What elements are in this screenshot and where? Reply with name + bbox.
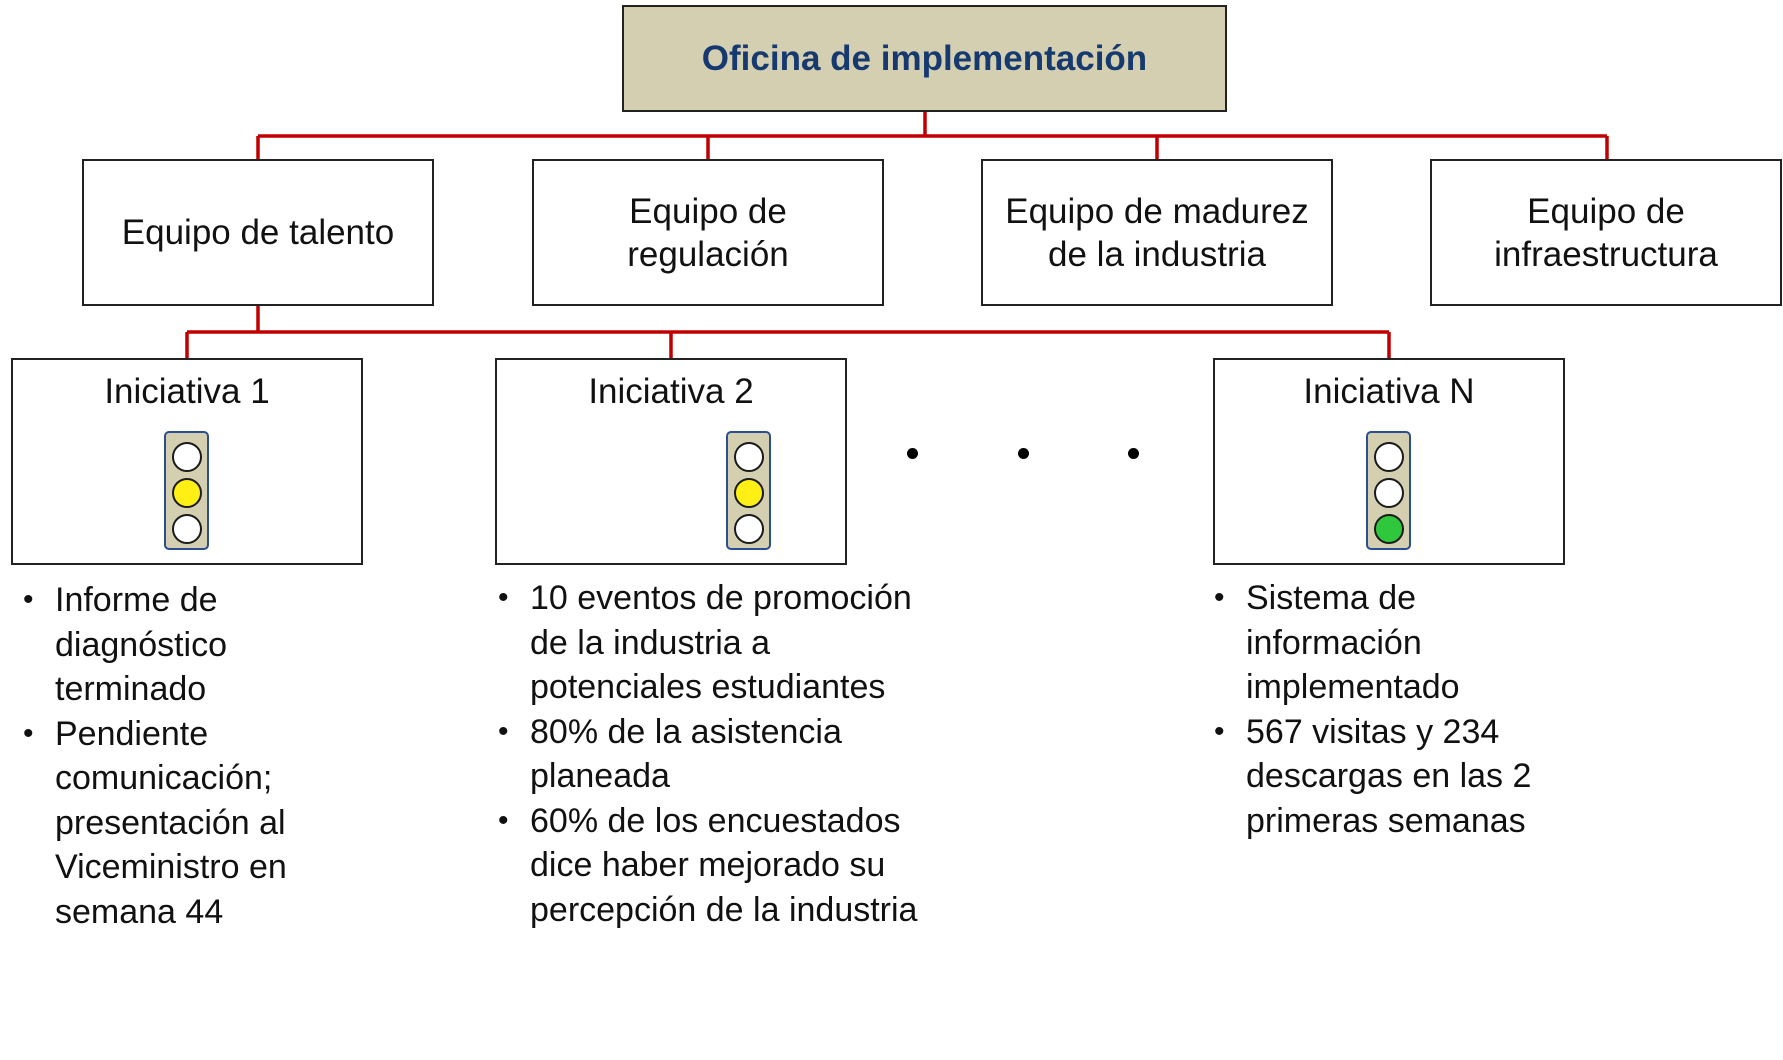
lamp-middle	[172, 478, 202, 508]
team-label-infraestructura: Equipo de infraestructura	[1494, 191, 1718, 274]
traffic-light-icon	[164, 431, 209, 550]
team-box-madurez: Equipo de madurez de la industria	[981, 159, 1333, 306]
initiative-title: Iniciativa 1	[104, 372, 270, 411]
result-item: 10 eventos de promoción de la industria …	[498, 576, 918, 710]
result-item: Informe de diagnóstico terminado	[23, 578, 353, 712]
team-label-regulacion: Equipo de regulación	[627, 191, 789, 274]
lamp-top	[172, 442, 202, 472]
lamp-middle	[1374, 478, 1404, 508]
initiative-title: Iniciativa N	[1303, 372, 1475, 411]
traffic-light-icon	[1366, 431, 1411, 550]
initiative-2-results: 10 eventos de promoción de la industria …	[498, 576, 918, 932]
initiative-title: Iniciativa 2	[588, 372, 754, 411]
lamp-top	[734, 442, 764, 472]
lamp-top	[1374, 442, 1404, 472]
initiative-n-results: Sistema de información implementado 567 …	[1214, 576, 1574, 843]
result-item: 80% de la asistencia planeada	[498, 710, 918, 799]
ellipsis-dot	[1128, 448, 1139, 459]
team-box-regulacion: Equipo de regulación	[532, 159, 884, 306]
team-label-talento: Equipo de talento	[121, 213, 395, 252]
team-box-infraestructura: Equipo de infraestructura	[1430, 159, 1782, 306]
team-box-talento: Equipo de talento	[82, 159, 434, 306]
ellipsis-dot	[1018, 448, 1029, 459]
initiative-box-1: Iniciativa 1	[11, 358, 363, 565]
initiative-1-results: Informe de diagnóstico terminado Pendien…	[23, 578, 353, 934]
traffic-light-icon	[726, 431, 771, 550]
team-label-madurez: Equipo de madurez de la industria	[1005, 191, 1309, 274]
lamp-bottom	[1374, 514, 1404, 544]
result-item: 567 visitas y 234 descargas en las 2 pri…	[1214, 710, 1574, 844]
lamp-bottom	[172, 514, 202, 544]
result-item: Pendiente comunicación; presentación al …	[23, 712, 353, 935]
initiative-box-n: Iniciativa N	[1213, 358, 1565, 565]
ellipsis-dot	[907, 448, 918, 459]
result-item: 60% de los encuestados dice haber mejora…	[498, 799, 918, 933]
result-item: Sistema de información implementado	[1214, 576, 1574, 710]
lamp-middle	[734, 478, 764, 508]
office-label: Oficina de implementación	[701, 38, 1148, 78]
initiative-box-2: Iniciativa 2	[495, 358, 847, 565]
office-box: Oficina de implementación	[622, 5, 1227, 112]
lamp-bottom	[734, 514, 764, 544]
